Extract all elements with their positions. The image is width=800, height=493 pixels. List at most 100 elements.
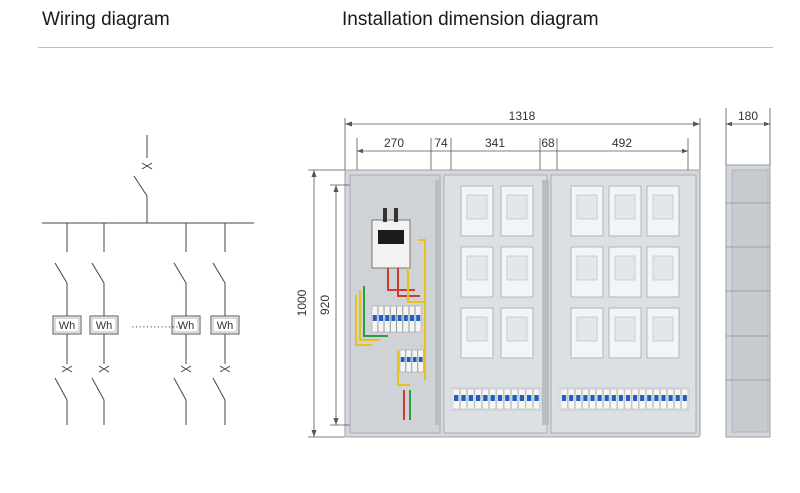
- branch-outlet-blade: [173, 377, 187, 401]
- branch-switch-blade: [91, 262, 105, 284]
- dimension-arrows: [311, 121, 770, 437]
- meter-opening: [652, 255, 674, 281]
- dimension-lines: [308, 108, 771, 438]
- branch-switch-blade: [54, 262, 68, 284]
- branch-ellipsis: ··············: [131, 321, 182, 333]
- bottom-breaker-rows: [450, 387, 690, 411]
- branch-4: [212, 223, 231, 425]
- breaker-toggle: [461, 395, 466, 401]
- segment-label-5: 492: [612, 136, 632, 150]
- breaker-toggle: [418, 357, 423, 362]
- branch-outlet-blade: [212, 377, 226, 401]
- breaker-toggle: [583, 395, 588, 401]
- meter-inner: [212, 317, 238, 333]
- breaker-toggle: [519, 395, 525, 401]
- breaker-toggle: [475, 395, 481, 401]
- meter-window: [500, 246, 534, 298]
- meter-opening: [466, 316, 488, 342]
- branch-1: [54, 223, 73, 425]
- branch-breaker-row: [371, 305, 422, 333]
- breaker-toggle: [397, 315, 402, 321]
- breaker-toggle: [647, 395, 652, 401]
- meter-frame: [608, 185, 642, 237]
- meter-label: Wh: [178, 320, 195, 332]
- main-switch-blade: [133, 175, 148, 197]
- breaker-toggle: [661, 395, 666, 401]
- branch-fuse-x: [61, 365, 73, 373]
- meter-window: [608, 246, 642, 298]
- meter-window: [500, 307, 534, 359]
- breaker-toggle: [633, 395, 638, 401]
- header-divider: [38, 47, 773, 48]
- breaker-toggle: [391, 315, 396, 321]
- meter-window: [608, 185, 642, 237]
- breaker-toggle: [512, 395, 517, 401]
- meter-label: Wh: [59, 320, 76, 332]
- branch-switch-blade: [173, 262, 187, 284]
- breaker-toggle: [379, 315, 383, 321]
- meter-outline: [52, 315, 82, 335]
- breaker-toggle: [403, 315, 408, 321]
- branch-2: [91, 223, 110, 425]
- meter-window: [570, 307, 604, 359]
- meter-opening: [466, 255, 488, 281]
- breaker-toggle: [597, 395, 602, 401]
- meter-outline: [210, 315, 240, 335]
- segment-label-2: 74: [434, 136, 448, 150]
- wiring-branches: Wh Wh Wh Wh: [52, 223, 240, 425]
- branch-3: [173, 223, 192, 425]
- meter-frame: [570, 246, 604, 298]
- breaker-toggle: [385, 315, 390, 321]
- dimension-labels: 1318 180 270 74 341 68 492 1000 920: [295, 109, 758, 316]
- distribution-wires: [355, 239, 426, 420]
- meter-opening: [652, 194, 674, 220]
- breaker-toggle: [400, 357, 405, 362]
- meter-opening: [614, 255, 636, 281]
- inner-height-label: 920: [318, 295, 332, 315]
- meter-inner: [173, 317, 199, 333]
- breaker-toggle: [406, 357, 411, 362]
- breaker-toggle: [576, 395, 581, 401]
- breaker-toggle: [625, 395, 631, 401]
- meter-window: [500, 185, 534, 237]
- breaker-toggle: [590, 395, 595, 401]
- breaker-toggle: [604, 395, 609, 401]
- breaker-toggle: [412, 357, 417, 362]
- depth-label: 180: [738, 109, 758, 123]
- meter-opening: [506, 194, 528, 220]
- meter-opening: [576, 255, 598, 281]
- meter-inner: [91, 317, 117, 333]
- breaker-toggle: [527, 395, 532, 401]
- branch-fuse-x: [219, 365, 231, 373]
- installation-diagram-title: Installation dimension diagram: [342, 9, 599, 30]
- breaker-toggle: [611, 395, 616, 401]
- main-breaker: [371, 208, 411, 269]
- meter-label: Wh: [217, 320, 234, 332]
- breaker-toggle: [675, 395, 680, 401]
- segment-label-4: 68: [541, 136, 555, 150]
- height-label: 1000: [295, 289, 309, 316]
- meter-label: Wh: [96, 320, 113, 332]
- meter-box: Wh: [210, 315, 240, 335]
- meter-window: [570, 246, 604, 298]
- breaker-toggle: [372, 315, 377, 321]
- meter-outline: [89, 315, 119, 335]
- branch-fuse-x: [180, 365, 192, 373]
- meter-opening: [614, 316, 636, 342]
- meter-box: Wh: [52, 315, 82, 335]
- meter-window: [460, 246, 494, 298]
- breaker-toggle: [483, 395, 488, 401]
- breaker-toggle: [682, 395, 687, 401]
- total-width-label: 1318: [509, 109, 536, 123]
- wiring-diagram: [42, 135, 254, 224]
- breaker-toggle: [410, 315, 414, 321]
- meter-outline: [171, 315, 201, 335]
- meter-window: [646, 307, 680, 359]
- meter-window: [608, 307, 642, 359]
- breaker-toggle: [654, 395, 659, 401]
- meter-window: [460, 307, 494, 359]
- meter-opening: [576, 316, 598, 342]
- wiring-diagram-title: Wiring diagram: [42, 9, 170, 30]
- breaker-toggle: [668, 395, 673, 401]
